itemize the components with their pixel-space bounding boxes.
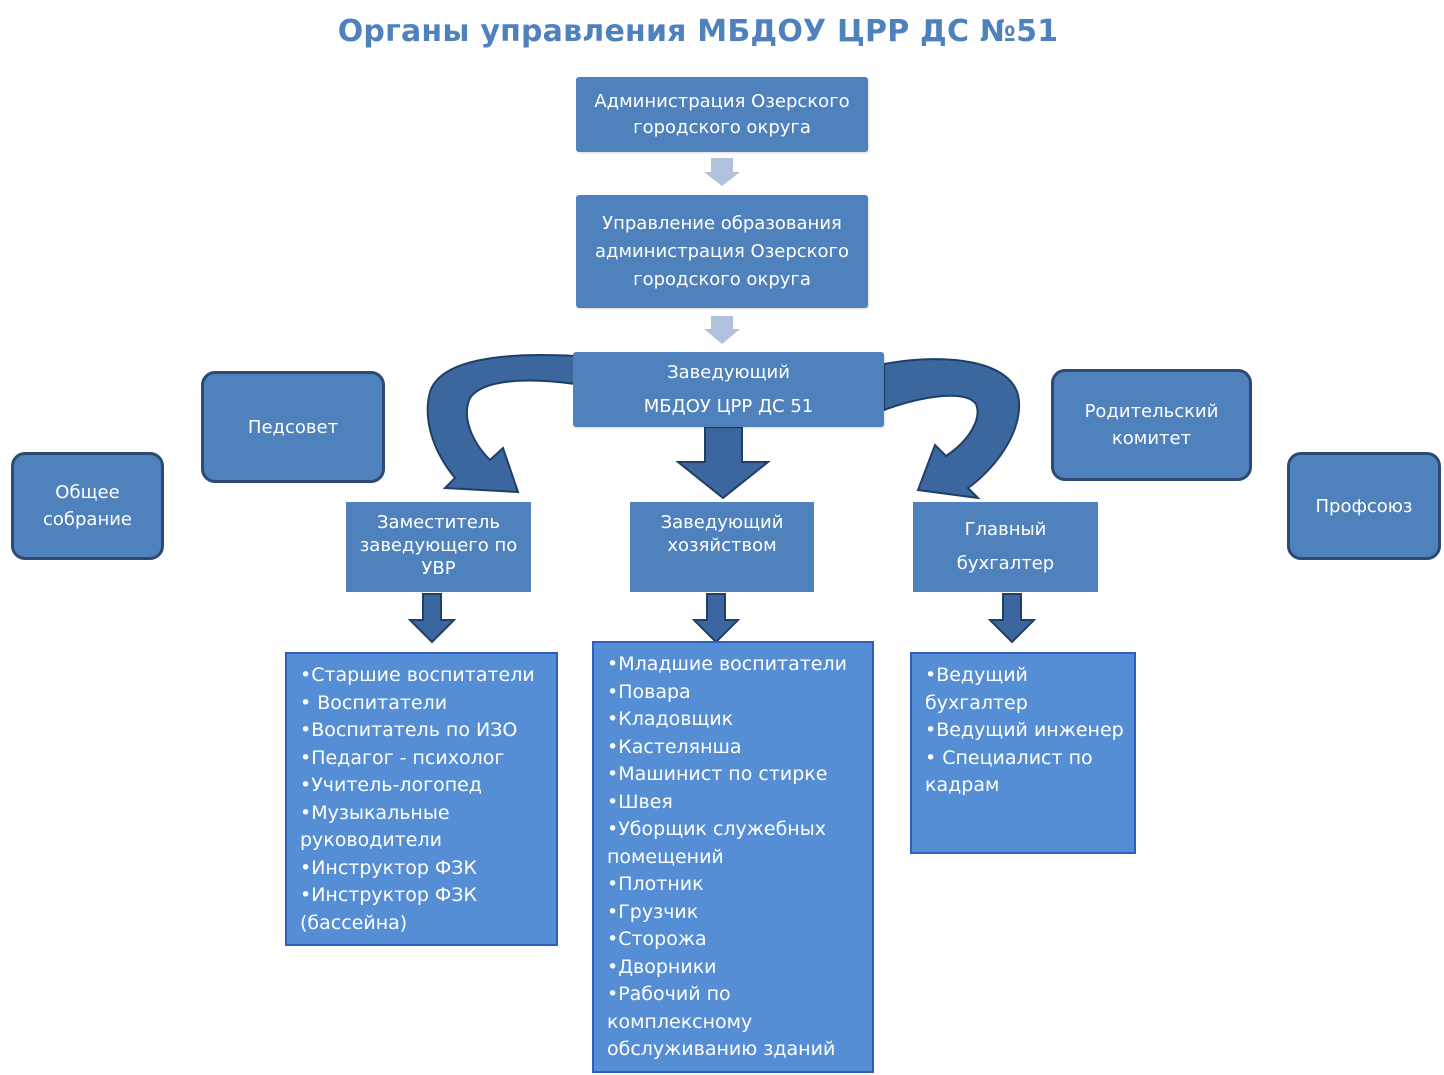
- household-line-2: хозяйством: [667, 535, 777, 556]
- list-item: •Машинист по стирке: [607, 763, 828, 785]
- accountant-staff-list: •Ведущий бухгалтер •Ведущий инженер • Сп…: [910, 652, 1136, 854]
- list-item: •Плотник: [607, 873, 704, 895]
- curved-arrow-left: [426, 354, 576, 494]
- page-title: Органы управления МБДОУ ЦРР ДС №51: [337, 14, 1059, 49]
- education-line-1: Управление образования: [602, 212, 842, 234]
- admin-box: Администрация Озерского городского округ…: [576, 77, 868, 152]
- list-item: •Ведущий инженер: [925, 719, 1124, 741]
- general-meeting-line-1: Общее: [55, 482, 120, 503]
- list-item: •Педагог - психолог: [300, 746, 505, 769]
- pedsovet-label: Педсовет: [247, 416, 339, 438]
- list-item: •Ведущий бухгалтер: [925, 664, 1028, 714]
- parents-committee-box: Родительский комитет: [1051, 369, 1252, 481]
- admin-line-1: Администрация Озерского: [594, 90, 850, 112]
- deputy-staff-list: •Старшие воспитатели • Воспитатели •Восп…: [285, 652, 558, 946]
- education-line-3: городского округа: [633, 268, 811, 290]
- parents-line-2: комитет: [1111, 428, 1192, 449]
- list-item: •Инструктор ФЗК: [300, 856, 477, 879]
- list-item: •Кастелянша: [607, 735, 742, 758]
- deputy-line-2: заведующего по: [359, 535, 518, 556]
- trade-union-label: Профсоюз: [1315, 495, 1413, 517]
- list-item: •Грузчик: [607, 900, 699, 923]
- general-meeting-line-2: собрание: [42, 509, 132, 530]
- list-item: •Сторожа: [607, 928, 707, 950]
- household-staff-list: •Младшие воспитатели •Повара •Кладовщик …: [592, 641, 874, 1073]
- education-line-2: администрация Озерского: [594, 240, 850, 262]
- list-item: • Воспитатели: [300, 691, 448, 714]
- deputy-box: Заместитель заведующего по УВР: [346, 502, 531, 592]
- arrow-deputy-to-list: [407, 593, 457, 644]
- deputy-line-3: УВР: [421, 558, 456, 579]
- list-item: •Кладовщик: [607, 708, 734, 730]
- admin-line-2: городского округа: [633, 116, 811, 138]
- accountant-line-2: бухгалтер: [956, 553, 1055, 574]
- general-meeting-box: Общее собрание: [11, 452, 164, 560]
- arrow-admin-to-education: [704, 158, 740, 186]
- list-item: •Дворники: [607, 955, 717, 978]
- list-item: •Воспитатель по ИЗО: [300, 719, 518, 741]
- list-item: •Младшие воспитатели: [607, 653, 847, 675]
- education-box: Управление образования администрация Озе…: [576, 195, 868, 308]
- list-item: •Инструктор ФЗК (бассейна): [300, 884, 477, 934]
- curved-arrow-right: [883, 358, 1021, 500]
- list-item: • Специалист по кадрам: [925, 746, 1093, 797]
- head-box: Заведующий МБДОУ ЦРР ДС 51: [573, 352, 884, 427]
- trade-union-box: Профсоюз: [1287, 452, 1441, 560]
- household-line-1: Заведующий: [660, 512, 784, 533]
- list-item: •Рабочий по комплексному обслуживанию зд…: [607, 983, 836, 1060]
- household-box: Заведующий хозяйством: [630, 502, 814, 592]
- list-item: •Швея: [607, 790, 673, 813]
- head-line-1: Заведующий: [667, 361, 790, 383]
- head-line-2: МБДОУ ЦРР ДС 51: [643, 395, 814, 417]
- accountant-line-1: Главный: [964, 519, 1047, 540]
- arrow-accountant-to-list: [987, 593, 1037, 644]
- list-item: •Уборщик служебных помещений: [607, 818, 826, 868]
- list-item: •Повара: [607, 680, 691, 703]
- arrow-education-to-head: [704, 316, 740, 344]
- deputy-line-1: Заместитель: [377, 512, 500, 533]
- arrow-head-to-household: [675, 426, 771, 500]
- list-item: •Старшие воспитатели: [300, 664, 535, 686]
- arrow-household-to-list: [691, 593, 741, 644]
- pedsovet-box: Педсовет: [201, 371, 385, 483]
- list-item: •Учитель-логопед: [300, 774, 482, 796]
- list-item: •Музыкальные руководители: [300, 801, 450, 852]
- accountant-box: Главный бухгалтер: [913, 502, 1098, 592]
- parents-line-1: Родительский: [1084, 401, 1219, 422]
